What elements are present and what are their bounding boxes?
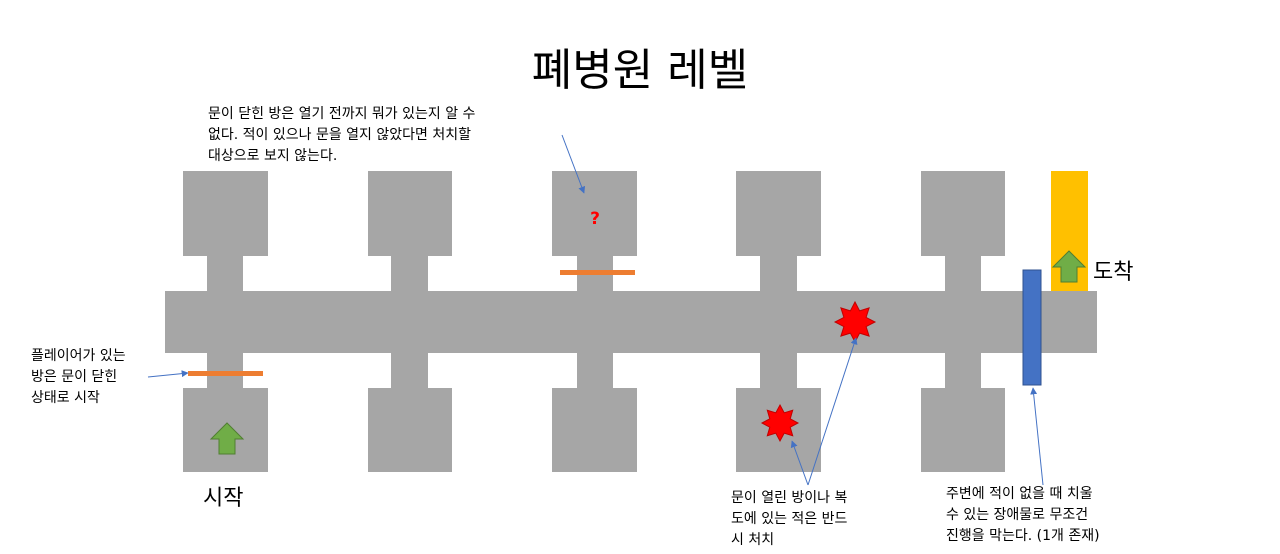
pointer-lines [147, 134, 1044, 486]
goal-arrow-icon [1051, 250, 1087, 283]
page-title: 폐병원 레벨 [531, 45, 749, 96]
start-arrow-icon [209, 422, 245, 455]
pointer-obstacle [1030, 387, 1044, 486]
enemy-room-icon [760, 403, 800, 443]
note-player-room: 플레이어가 있는 방은 문이 닫힌 상태로 시작 [31, 348, 126, 406]
top-room-4 [736, 171, 821, 256]
bottom-room-2 [368, 388, 452, 472]
top-room-5 [921, 171, 1005, 256]
top-room-1 [183, 171, 268, 256]
start-label: 시작 [203, 486, 244, 511]
closed-door-top-room-3 [560, 270, 635, 275]
pointer-enemy-room [790, 440, 809, 486]
pointer-enemy-corridor [807, 337, 858, 486]
floor-plan [165, 171, 1097, 472]
bottom-connector-5 [945, 353, 981, 388]
obstacle-bar [1022, 269, 1042, 386]
unknown-room-mark: ? [590, 209, 600, 229]
bottom-room-5 [921, 388, 1005, 472]
bottom-connector-3 [577, 353, 613, 388]
top-connector-4 [760, 256, 797, 291]
pointer-player-room [147, 370, 189, 378]
bottom-connector-2 [391, 353, 428, 388]
top-room-3 [552, 171, 637, 256]
enemy-corridor-icon [833, 300, 877, 344]
note-enemies: 문이 열린 방이나 복 도에 있는 적은 반드 시 처치 [731, 490, 848, 548]
top-connector-2 [391, 256, 428, 291]
top-connector-1 [207, 256, 243, 291]
closed-door-start-room [188, 371, 263, 376]
note-obstacle: 주변에 적이 없을 때 치울 수 있는 장애물로 무조건 진행을 막는다. (1… [946, 486, 1100, 544]
main-corridor [165, 291, 1097, 353]
bottom-connector-4 [760, 353, 797, 388]
arrival-label: 도착 [1093, 260, 1134, 285]
top-connector-5 [945, 256, 981, 291]
bottom-room-3 [552, 388, 637, 472]
note-closed-rooms: 문이 닫힌 방은 열기 전까지 뭐가 있는지 알 수 없다. 적이 있으나 문을… [208, 106, 476, 164]
pointer-closed-room [561, 134, 586, 194]
top-room-2 [368, 171, 452, 256]
bottom-connector-1 [207, 353, 243, 388]
